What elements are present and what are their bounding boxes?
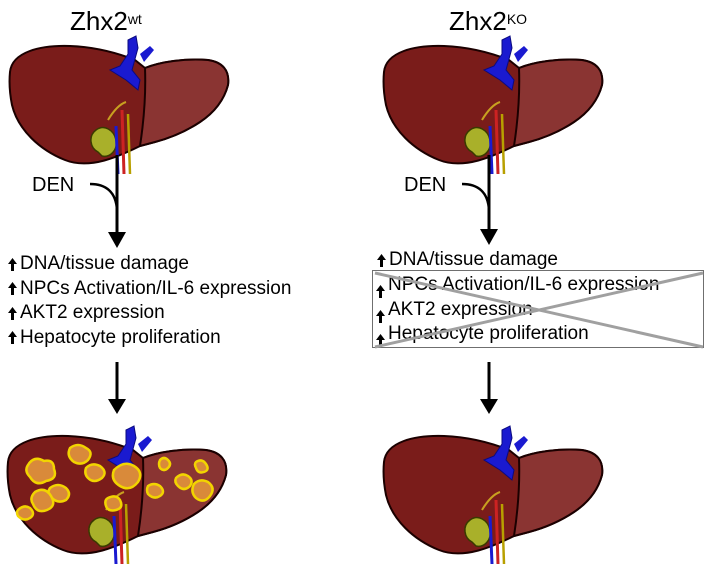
- ko-blocked-item: AKT2 expression: [376, 298, 659, 323]
- up-arrow-icon: [8, 306, 17, 320]
- wt-effect-item: DNA/tissue damage: [8, 252, 291, 277]
- wt-den-arrow: [89, 155, 126, 248]
- ko-blocked-effects-box: NPCs Activation/IL-6 expression AKT2 exp…: [372, 270, 704, 349]
- wt-den-label: DEN: [32, 174, 75, 196]
- ko-effects-list: DNA/tissue damage: [377, 248, 558, 273]
- ko-outcome-arrow: [480, 362, 498, 414]
- ko-blocked-item: Hepatocyte proliferation: [376, 322, 659, 348]
- ko-effect-item: DNA/tissue damage: [377, 248, 558, 273]
- wt-outcome-arrow: [108, 362, 126, 414]
- ko-den-arrow: [461, 155, 498, 245]
- wt-liver-normal: [8, 34, 230, 176]
- tumor-nodules: [15, 443, 214, 521]
- wt-effect-item: NPCs Activation/IL-6 expression: [8, 277, 291, 302]
- wt-effect-item: Hepatocyte proliferation: [8, 326, 291, 351]
- ko-den-label: DEN: [404, 174, 447, 196]
- wt-effect-item: AKT2 expression: [8, 301, 291, 326]
- up-arrow-icon: [8, 282, 17, 296]
- up-arrow-icon: [8, 331, 17, 345]
- up-arrow-icon: [8, 257, 17, 271]
- ko-title: Zhx2KO: [449, 6, 528, 36]
- up-arrow-icon: [377, 253, 386, 267]
- wt-effects-list: DNA/tissue damage NPCs Activation/IL-6 e…: [8, 252, 291, 350]
- wt-title: Zhx2wt: [70, 6, 142, 36]
- ko-liver-normal: [382, 34, 604, 176]
- ko-liver-normal-outcome: [382, 424, 604, 565]
- cross-out-x: [374, 271, 704, 349]
